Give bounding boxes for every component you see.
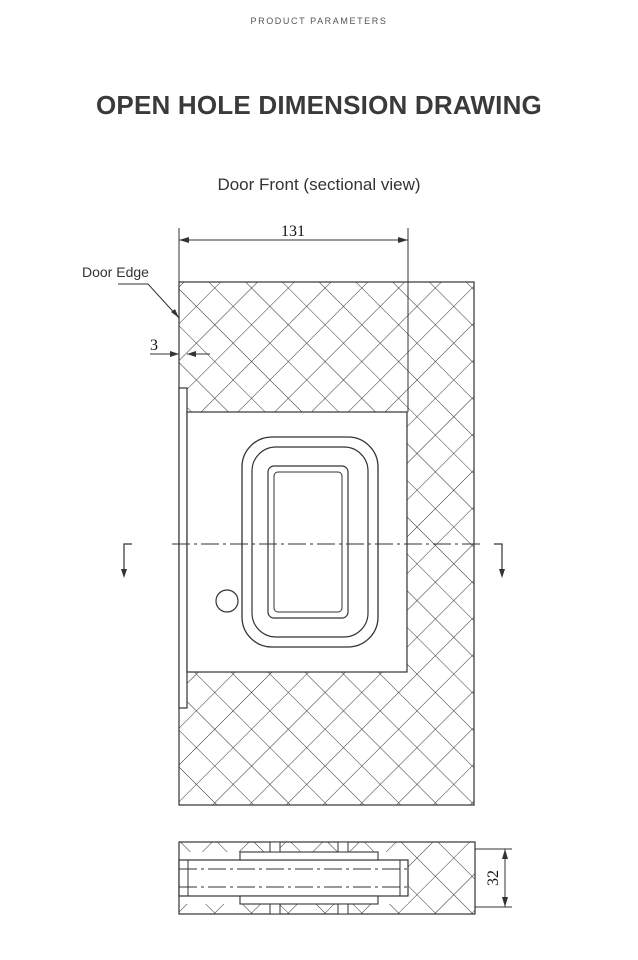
lock-frame-inner-border	[273, 471, 343, 613]
thickness-text: 32	[485, 870, 502, 886]
section-upper-plate	[239, 851, 379, 861]
edge-offset-dimension: 3	[150, 337, 210, 357]
section-marker-left	[121, 543, 132, 578]
width-dimension: 131	[178, 223, 409, 412]
door-section-view	[178, 841, 476, 915]
lock-frame-outer	[241, 436, 379, 648]
section-lock-body	[178, 859, 409, 897]
section-lower-plate	[239, 895, 379, 905]
thickness-dimension: 32	[475, 848, 512, 908]
drawing-subtitle: Door Front (sectional view)	[217, 175, 421, 194]
spindle-hole	[215, 589, 239, 613]
section-kicker: PRODUCT PARAMETERS	[250, 16, 388, 26]
door-edge-leader	[118, 283, 180, 319]
edge-offset-text: 3	[150, 337, 158, 354]
lock-frame-middle	[251, 446, 369, 638]
lock-frame-inner-window	[267, 465, 349, 619]
width-dimension-text: 131	[281, 223, 305, 240]
section-marker-right	[494, 543, 505, 578]
page-title: OPEN HOLE DIMENSION DRAWING	[96, 90, 542, 120]
door-edge-label: Door Edge	[82, 264, 149, 280]
door-front-view	[121, 281, 505, 806]
faceplate-strip	[178, 387, 188, 709]
